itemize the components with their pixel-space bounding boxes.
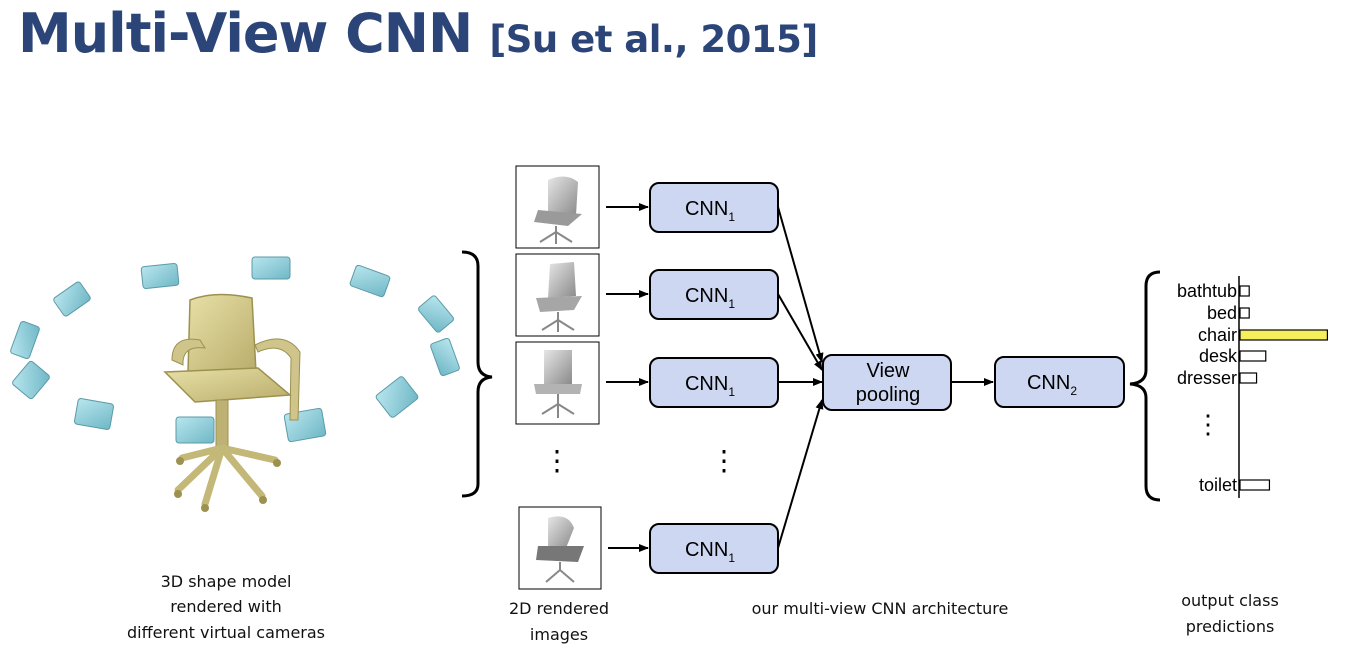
camera-icon — [73, 398, 115, 430]
chair-3d-model — [163, 293, 301, 512]
thumbnail-ellipsis: ⋮ — [543, 445, 571, 476]
class-label-dresser: dresser — [1177, 368, 1237, 388]
shape-model-caption-line3: different virtual cameras — [127, 623, 325, 642]
slide-title: Multi-View CNN [Su et al., 2015] — [18, 2, 818, 65]
architecture-caption: our multi-view CNN architecture — [752, 599, 1009, 618]
predictions-caption-line1: output class — [1181, 591, 1279, 610]
cnn-to-pooling-arrows — [777, 206, 824, 549]
predictions-caption-line2: predictions — [1186, 617, 1275, 636]
class-score-bar-chair — [1239, 329, 1329, 341]
camera-icon — [140, 262, 180, 290]
shape-model-caption-line2: rendered with — [170, 597, 281, 616]
view-pooling-label-line1: View — [867, 360, 911, 382]
camera-icon — [53, 281, 91, 317]
cnn-ellipsis: ⋮ — [710, 445, 738, 476]
view-pooling-label-line2: pooling — [856, 384, 921, 406]
class-label-bathtub: bathtub — [1177, 281, 1237, 301]
shape-model-caption-line1: 3D shape model — [161, 572, 292, 591]
predictions-brace — [1129, 270, 1161, 502]
class-score-bar-toilet — [1239, 479, 1271, 491]
thumbnail-to-cnn-arrows — [606, 203, 649, 552]
view-pooling-box: View pooling — [822, 354, 952, 411]
predictions-ellipsis: ⋮ — [1195, 409, 1221, 439]
camera-icon — [12, 360, 50, 400]
camera-icon — [10, 320, 40, 360]
rendered-view-thumbnail — [515, 165, 600, 249]
rendered-images-caption-line1: 2D rendered — [509, 599, 609, 618]
svg-text:CNN1: CNN1 — [685, 285, 735, 311]
svg-text:CNN2: CNN2 — [1027, 372, 1077, 398]
class-label-desk: desk — [1199, 346, 1238, 366]
class-score-bar-dresser — [1239, 372, 1258, 384]
camera-icon — [175, 416, 215, 444]
camera-icon — [349, 264, 391, 298]
rendered-images-caption-line2: images — [530, 625, 588, 644]
views-brace — [461, 250, 493, 498]
camera-icon — [430, 337, 460, 377]
cnn1-box: CNN1 — [649, 269, 779, 320]
class-score-bar-desk — [1239, 350, 1267, 362]
svg-text:CNN1: CNN1 — [685, 539, 735, 565]
svg-text:CNN1: CNN1 — [685, 373, 735, 399]
class-label-toilet: toilet — [1199, 475, 1237, 495]
camera-icon — [375, 376, 419, 418]
rendered-view-thumbnail — [515, 253, 600, 337]
title-citation: [Su et al., 2015] — [489, 18, 818, 61]
rendered-view-thumbnail — [518, 506, 602, 590]
class-label-chair: chair — [1198, 325, 1237, 345]
svg-text:CNN1: CNN1 — [685, 198, 735, 224]
camera-icon — [251, 256, 291, 280]
class-score-bar-bed — [1239, 307, 1250, 319]
cnn1-box: CNN1 — [649, 523, 779, 574]
cnn2-box: CNN2 — [994, 356, 1125, 408]
rendered-view-thumbnail — [515, 341, 600, 425]
class-label-bed: bed — [1207, 303, 1237, 323]
cnn1-box: CNN1 — [649, 182, 779, 233]
title-main: Multi-View CNN — [18, 2, 473, 65]
camera-icon — [418, 295, 454, 333]
virtual-cameras — [10, 256, 460, 444]
class-score-bar-bathtub — [1239, 285, 1250, 297]
cnn1-box: CNN1 — [649, 357, 779, 408]
